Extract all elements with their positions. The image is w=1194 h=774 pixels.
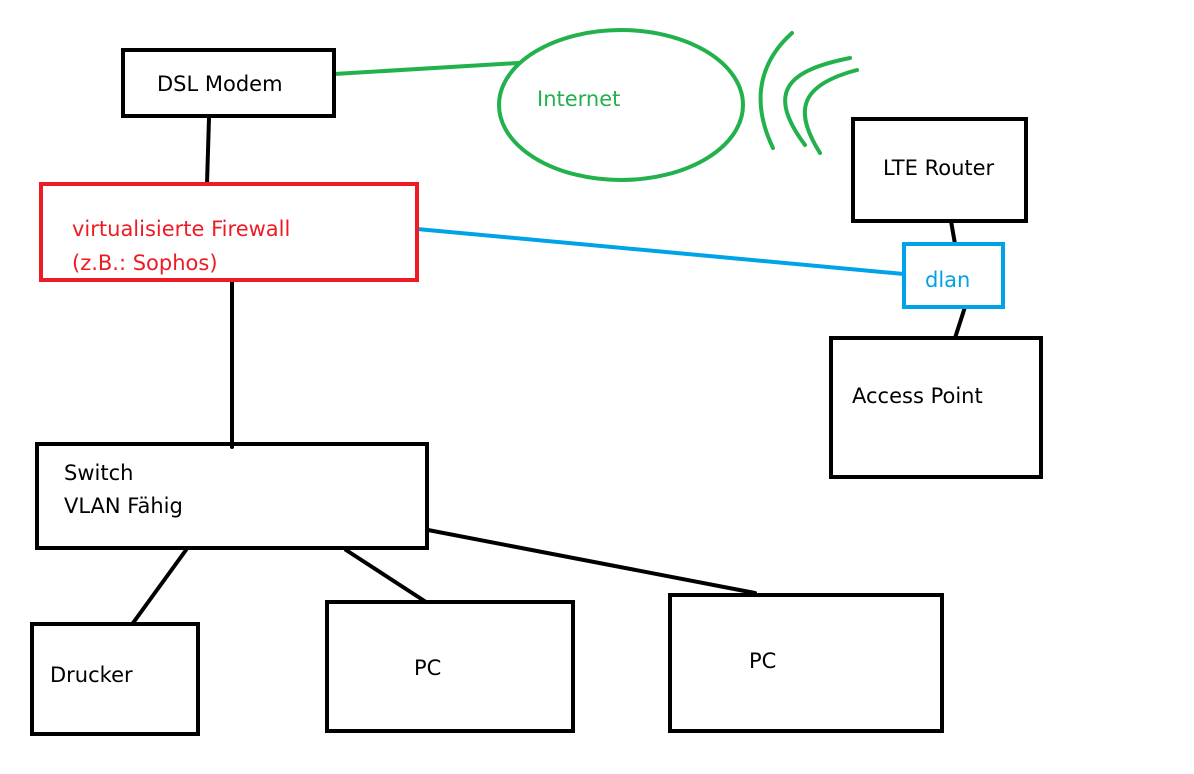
line-switch-pc-2 (426, 528, 757, 595)
drucker-box (30, 622, 200, 736)
dlan-box (902, 242, 1005, 309)
switch-label-line1: Switch (64, 461, 133, 485)
dlan-label: dlan (925, 268, 970, 292)
dsl-modem-box (121, 48, 336, 118)
line-modem-firewall (205, 116, 211, 186)
internet-ellipse (497, 28, 745, 182)
switch-label-line2: VLAN Fähig (64, 494, 183, 518)
lte-router-label: LTE Router (883, 156, 995, 180)
pc-box-2 (668, 593, 944, 733)
dsl-modem-label: DSL Modem (157, 72, 283, 96)
wireless-signal-icon (758, 31, 859, 155)
lte-router-box (851, 117, 1028, 223)
access-point-label: Access Point (852, 384, 983, 408)
pc-label-2: PC (749, 649, 776, 673)
switch-box (35, 442, 429, 550)
drucker-label: Drucker (50, 663, 133, 687)
line-firewall-dlan (415, 227, 906, 276)
internet-label: Internet (537, 87, 620, 111)
line-dlan-accesspoint (953, 305, 967, 340)
pc-box-1 (325, 600, 575, 733)
firewall-label-line2: (z.B.: Sophos) (72, 251, 218, 275)
line-switch-drucker (131, 548, 188, 625)
access-point-box (829, 336, 1043, 479)
line-lte-dlan (949, 219, 957, 246)
line-modem-internet (332, 61, 520, 76)
firewall-label-line1: virtualisierte Firewall (72, 217, 290, 241)
line-switch-pc-1 (344, 548, 428, 604)
pc-label-1: PC (414, 656, 441, 680)
firewall-box (39, 182, 419, 282)
